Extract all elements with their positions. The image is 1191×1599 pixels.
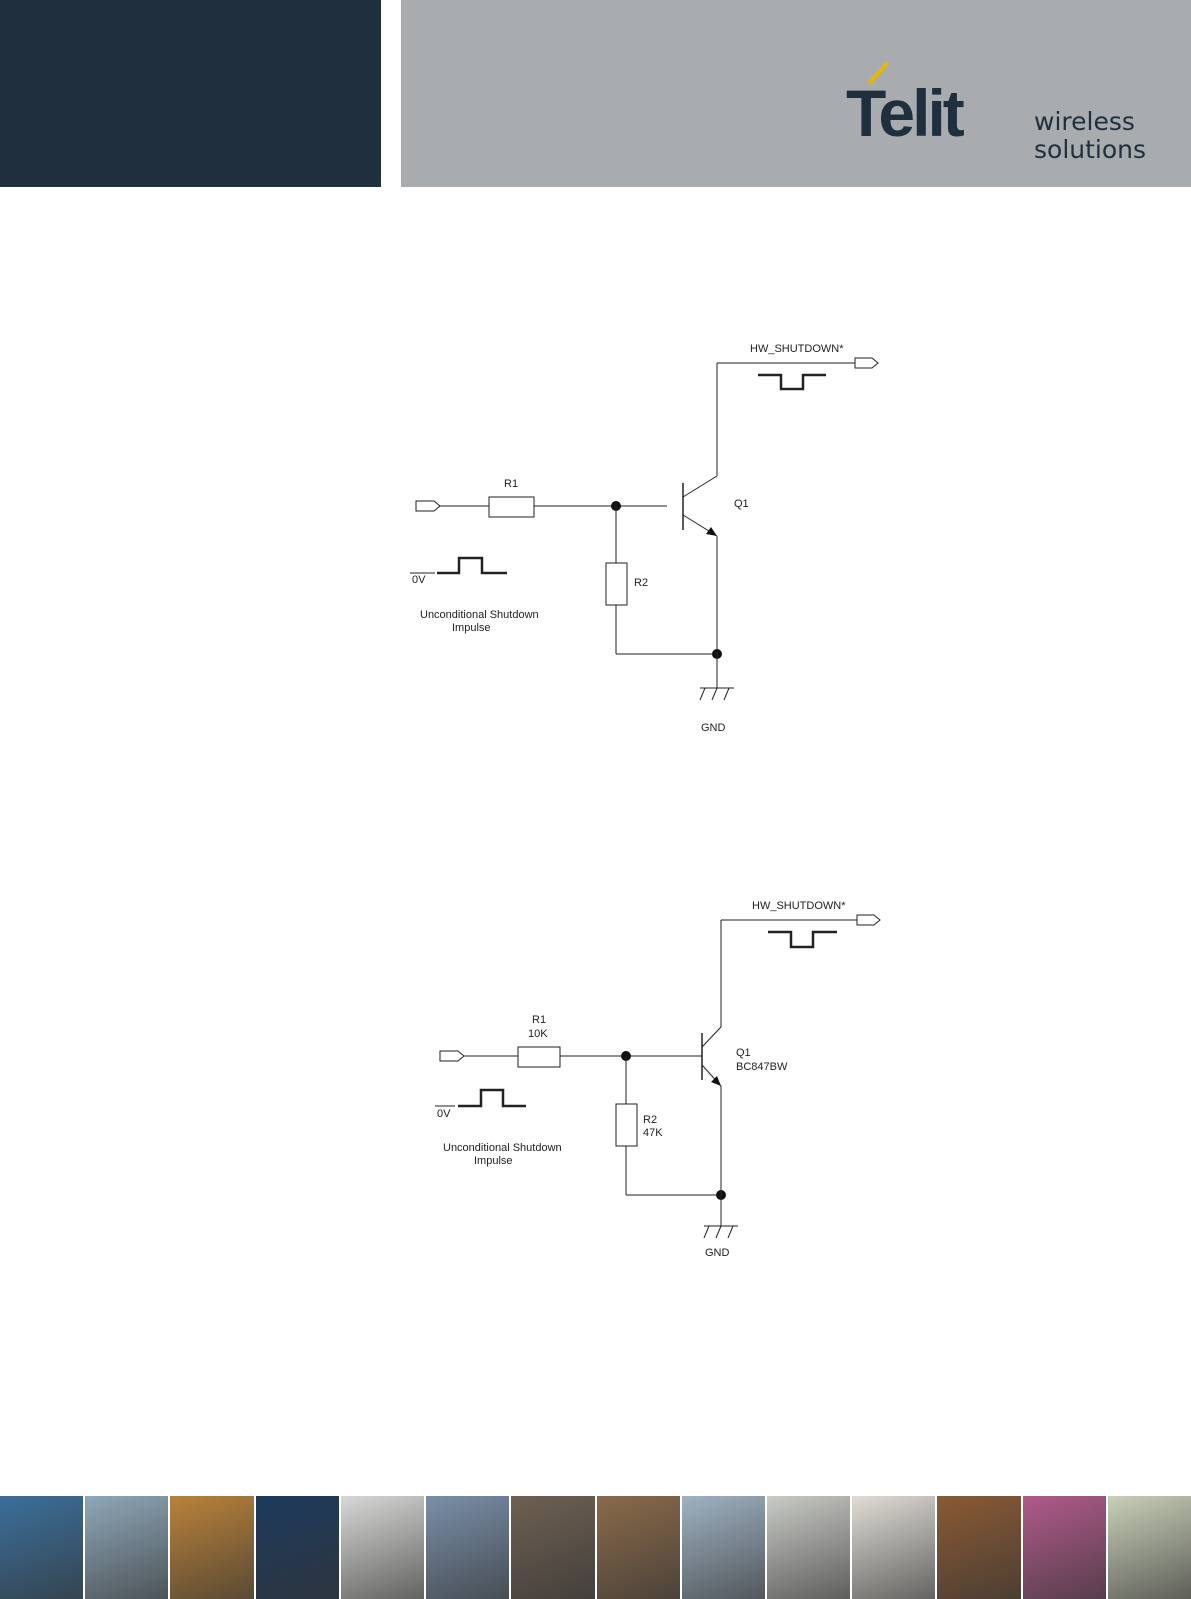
impulse-label-line2: Impulse [474, 1155, 513, 1168]
high-pulse-icon [437, 558, 507, 573]
cyclist-photo-icon [426, 1496, 511, 1599]
r2-label: R2 [634, 577, 648, 590]
low-pulse-icon [758, 375, 826, 389]
zero-volt-label: 0V [412, 574, 425, 587]
r2-resistor-icon [606, 563, 627, 605]
q1-part: BC847BW [736, 1061, 787, 1074]
low-pulse-icon [768, 932, 837, 947]
gnd-label: GND [705, 1247, 729, 1260]
q1-label: Q1 [736, 1047, 751, 1060]
output-connector-icon [857, 915, 880, 925]
output-label: HW_SHUTDOWN* [752, 900, 846, 913]
output-label: HW_SHUTDOWN* [750, 343, 844, 356]
impulse-label-line1: Unconditional Shutdown [443, 1142, 562, 1155]
header-dark-panel [0, 0, 381, 187]
wind-turbine-photo-icon [682, 1496, 767, 1599]
r1-value: 10K [528, 1028, 548, 1041]
vending-photo-icon [597, 1496, 682, 1599]
r1-resistor-icon [518, 1047, 560, 1067]
r1-resistor-icon [489, 497, 534, 517]
footer-photo-strip [0, 1496, 1191, 1599]
logo-tagline: wireless solutions [1034, 108, 1146, 164]
gnd-label: GND [701, 722, 725, 735]
telit-logo: Telit wireless solutions [846, 60, 1166, 170]
schematic-2-drawing [425, 890, 925, 1290]
logo-tagline-line2: solutions [1034, 136, 1146, 164]
containers-photo-icon [170, 1496, 255, 1599]
impulse-label-line1: Unconditional Shutdown [420, 609, 539, 622]
q1-label: Q1 [734, 498, 749, 511]
impulse-label-line2: Impulse [452, 622, 491, 635]
logo-wordmark: Telit [846, 80, 962, 146]
station-photo-icon [937, 1496, 1022, 1599]
high-pulse-icon [458, 1090, 526, 1106]
input-connector-icon [440, 1051, 464, 1061]
sos-phone-photo-icon [85, 1496, 170, 1599]
schematic-1-drawing [400, 340, 900, 740]
printer-photo-icon [1023, 1496, 1108, 1599]
output-connector-icon [855, 358, 878, 368]
led-clock-photo-icon [256, 1496, 341, 1599]
r1-label: R1 [532, 1014, 546, 1027]
camera-photo-icon [1108, 1496, 1191, 1599]
r2-value: 47K [643, 1127, 663, 1140]
highway-photo-icon [0, 1496, 85, 1599]
interior-photo-icon [852, 1496, 937, 1599]
r2-label: R2 [643, 1114, 657, 1127]
zero-volt-label: 0V [437, 1108, 450, 1121]
r1-label: R1 [504, 478, 518, 491]
input-connector-icon [416, 501, 440, 511]
schematic-1: R1 R2 Q1 HW_SHUTDOWN* 0V Unconditional S… [400, 340, 900, 740]
schematic-2: R1 10K R2 47K Q1 BC847BW HW_SHUTDOWN* 0V… [425, 890, 925, 1290]
meter-photo-icon [767, 1496, 852, 1599]
card-reader-photo-icon [511, 1496, 596, 1599]
logo-tagline-line1: wireless [1034, 108, 1146, 136]
keyboard-photo-icon [341, 1496, 426, 1599]
r2-resistor-icon [616, 1104, 637, 1146]
